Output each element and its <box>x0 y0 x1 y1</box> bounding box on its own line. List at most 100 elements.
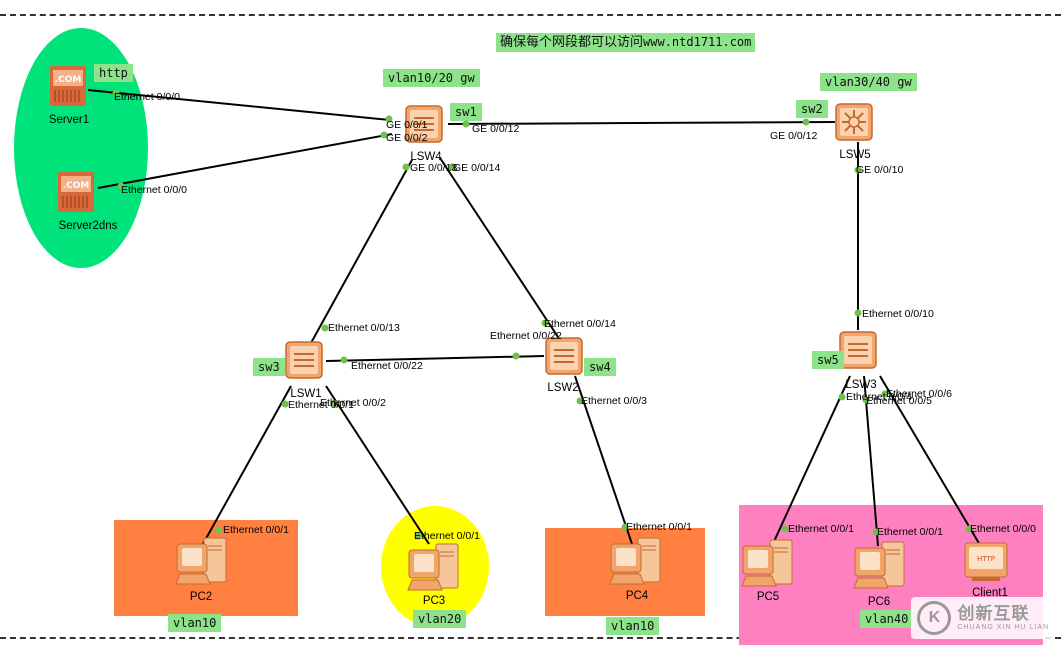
lsw4-ge12-label: GE 0/0/12 <box>472 123 520 135</box>
link-lsw1-pc2 <box>202 385 292 545</box>
lsw2-device[interactable] <box>544 336 586 383</box>
port-dot <box>781 525 789 533</box>
lsw3-device[interactable] <box>838 330 880 377</box>
port-dot <box>881 390 889 398</box>
pc3-vlan-tag: vlan20 <box>413 610 467 628</box>
pc4-vlan-tag: vlan10 <box>606 617 660 635</box>
page-title: 确保每个网段都可以访问www.ntd1711.com <box>496 33 756 52</box>
lsw3-e10-label: Ethernet 0/0/10 <box>862 308 934 320</box>
lsw4-ge13-label: GE 0/0/13 <box>410 162 458 174</box>
server2-label: Server2dns <box>58 220 118 232</box>
pc5-device[interactable] <box>740 538 796 595</box>
pc3-port-label: Ethernet 0/0/1 <box>414 530 480 542</box>
pc-icon <box>609 537 661 585</box>
pc6-device[interactable] <box>852 540 908 597</box>
watermark-cn: 创新互联 <box>957 604 1030 623</box>
port-dot <box>117 182 125 190</box>
l3-switch-icon <box>835 103 873 141</box>
lsw5-ge10-label: GE 0/0/10 <box>856 164 904 176</box>
link-lsw3-pc5 <box>770 375 851 549</box>
svg-text:.COM: .COM <box>55 75 82 85</box>
lsw4-tag: sw1 <box>450 103 482 121</box>
lsw3-e4-label: Ethernet 0/0/4 <box>846 391 912 403</box>
pc6-label: PC6 <box>867 596 891 608</box>
pc6-vlan-tag: vlan40 <box>860 610 914 628</box>
link-server1-lsw4 <box>87 89 391 121</box>
port-dot <box>512 352 520 360</box>
pc3-label: PC3 <box>422 595 446 607</box>
pc2-device[interactable] <box>174 536 230 593</box>
port-dot <box>281 400 289 408</box>
lsw4-ge2-label: GE 0/0/2 <box>386 132 428 144</box>
pc4-label: PC4 <box>625 590 649 602</box>
link-lsw4-lsw1 <box>305 159 413 353</box>
pc3-device[interactable] <box>406 542 462 599</box>
server1-label: Server1 <box>48 114 90 126</box>
lsw2-e22-label: Ethernet 0/0/22 <box>490 330 562 342</box>
switch-icon <box>545 337 583 375</box>
port-dot <box>576 397 584 405</box>
pc-icon <box>175 537 227 585</box>
server-icon: .COM <box>58 172 94 212</box>
server1-badge: http <box>94 64 133 82</box>
pc2-vlan-tag: vlan10 <box>168 614 222 632</box>
link-lsw4-lsw5 <box>447 121 836 125</box>
lsw5-tag: sw2 <box>796 100 828 118</box>
port-dot <box>838 393 846 401</box>
switch-icon <box>405 105 443 143</box>
lsw2-label: LSW2 <box>547 382 579 394</box>
server1-device[interactable]: .COM <box>48 64 90 113</box>
port-dot <box>331 400 339 408</box>
port-dot <box>414 532 422 540</box>
pc6-port-label: Ethernet 0/0/1 <box>877 526 943 538</box>
lsw1-e2-label: Ethernet 0/0/2 <box>320 397 386 409</box>
port-dot <box>965 525 973 533</box>
server2-device[interactable]: .COM <box>56 170 98 219</box>
port-dot <box>872 528 880 536</box>
client1-device[interactable]: HTTP <box>962 540 1012 589</box>
lsw5-role-tag: vlan30/40 gw <box>820 73 917 91</box>
lsw5-label: LSW5 <box>839 149 871 161</box>
lsw2-e3-label: Ethernet 0/0/3 <box>581 395 647 407</box>
client1-label: Client1 <box>972 587 1008 599</box>
pc4-port-label: Ethernet 0/0/1 <box>626 521 692 533</box>
lsw5-device[interactable] <box>834 102 876 149</box>
port-dot <box>621 523 629 531</box>
port-dot <box>462 120 470 128</box>
link-lsw2-pc4 <box>574 375 633 545</box>
port-dot <box>215 526 223 534</box>
lsw1-tag: sw3 <box>253 358 285 376</box>
lsw3-label: LSW3 <box>845 379 877 391</box>
port-dot <box>448 163 456 171</box>
pc-icon <box>853 541 905 589</box>
pc5-port-label: Ethernet 0/0/1 <box>788 523 854 535</box>
client-icon: HTTP <box>964 542 1008 581</box>
port-dot <box>340 356 348 364</box>
port-dot <box>802 118 810 126</box>
link-lsw1-pc3 <box>325 385 430 545</box>
lsw3-e5-label: Ethernet 0/0/5 <box>866 395 932 407</box>
server2-port-label: Ethernet 0/0/0 <box>121 184 187 196</box>
link-lsw1-lsw2 <box>325 355 545 362</box>
port-dot <box>321 324 329 332</box>
lsw3-e6-label: Ethernet 0/0/6 <box>886 388 952 400</box>
port-dot <box>380 131 388 139</box>
port-dot <box>862 396 870 404</box>
pc4-device[interactable] <box>608 536 664 593</box>
bottom-dashed-border <box>0 637 1061 639</box>
lsw1-e1-label: Ethernet 0/0/1 <box>288 399 354 411</box>
top-dashed-border <box>0 14 1061 16</box>
svg-text:.COM: .COM <box>63 181 90 191</box>
pc2-port-label: Ethernet 0/0/1 <box>223 524 289 536</box>
server-icon: .COM <box>50 66 86 106</box>
pc5-label: PC5 <box>756 591 780 603</box>
lsw1-e13-label: Ethernet 0/0/13 <box>328 322 400 334</box>
lsw1-device[interactable] <box>284 340 326 387</box>
lsw1-label: LSW1 <box>290 388 322 400</box>
link-server2-lsw4 <box>97 133 393 189</box>
lsw4-device[interactable] <box>404 104 446 151</box>
port-dot <box>854 309 862 317</box>
lsw4-label: LSW4 <box>410 151 442 163</box>
